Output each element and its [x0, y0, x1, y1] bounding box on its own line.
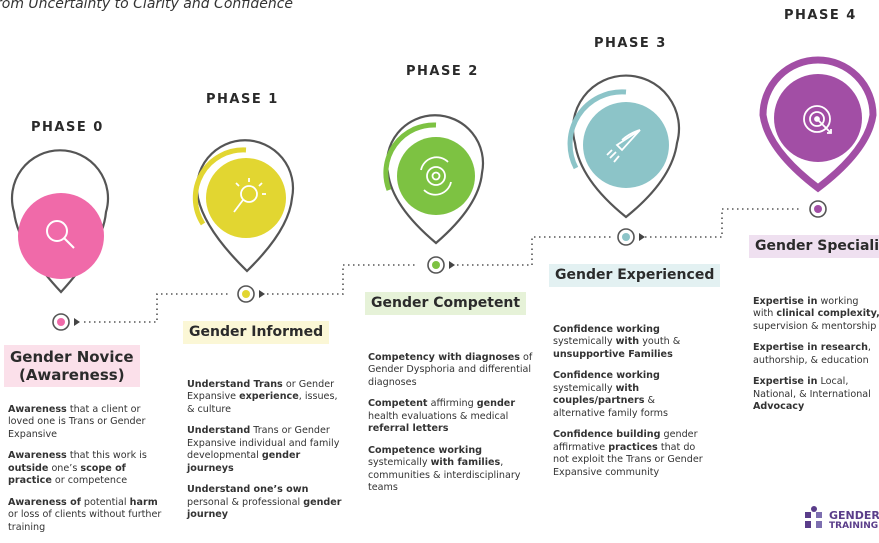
- gear-cycle-icon: [420, 156, 452, 196]
- phase-3-item: Confidence working systemically with cou…: [553, 370, 669, 419]
- phase-4-item: Expertise in working with clinical compl…: [753, 296, 879, 332]
- phase-2-node: [383, 114, 485, 274]
- connector-3-4: [640, 208, 800, 238]
- phase-0-item: Awareness that this work is outside one’…: [8, 450, 147, 487]
- arrow-right-icon: [74, 318, 80, 326]
- phase-4-description: Expertise in working with clinical compl…: [753, 296, 879, 423]
- phase-4-title: Gender Specialist: [749, 235, 879, 258]
- phase-1-title: Gender Informed: [183, 321, 330, 344]
- phase-1-item: Understand one’s own personal & professi…: [187, 484, 342, 521]
- phase-1-label: PHASE 1: [206, 92, 279, 107]
- phase-3-label: PHASE 3: [594, 36, 667, 51]
- arrow-right-icon: [449, 261, 455, 269]
- rocket-icon: [606, 129, 641, 163]
- phase-4-node: [759, 56, 877, 218]
- phase-3-item: Confidence working systemically with you…: [553, 324, 681, 360]
- connector-0-1: [84, 293, 230, 323]
- phase-3-title: Gender Experienced: [549, 264, 721, 287]
- phase-0-description: Awareness that a client or loved one is …: [8, 404, 168, 543]
- phase-4-item: Expertise in Local, National, & Internat…: [753, 376, 871, 413]
- phase-1-item: Understand Trans or Gender Expansive exp…: [187, 379, 338, 415]
- phase-4-item: Expertise in research, authorship, & edu…: [753, 342, 871, 366]
- arrow-right-icon: [259, 290, 265, 298]
- phase-1-item: Understand Trans or Gender Expansive ind…: [187, 425, 340, 474]
- phase-3-node: [567, 74, 681, 246]
- connector-1-2: [262, 264, 418, 295]
- phase-0-title-line1: Gender Novice: [10, 348, 134, 366]
- organization-logo: GENDER H TRAINING IN: [802, 500, 879, 536]
- phase-1-node: [192, 139, 295, 303]
- phase-2-item: Competent affirming gender health evalua…: [368, 398, 516, 435]
- connector-lines: [84, 208, 800, 323]
- phase-3-item: Confidence building gender affirmative p…: [553, 429, 703, 478]
- target-icon: [803, 105, 832, 134]
- arrow-right-icon: [639, 233, 645, 241]
- logo-line1: GENDER H: [829, 509, 879, 522]
- phase-0-circle: [18, 193, 104, 279]
- phase-1-description: Understand Trans or Gender Expansive exp…: [187, 379, 347, 531]
- phase-2-label: PHASE 2: [406, 64, 479, 79]
- phase-2-circle: [397, 137, 475, 215]
- phase-1-arc: [192, 147, 247, 226]
- phase-0-item: Awareness of potential harm or loss of c…: [8, 496, 162, 533]
- phase-2-title: Gender Competent: [365, 292, 527, 315]
- phase-1-circle: [206, 158, 286, 238]
- connector-2-3: [452, 236, 612, 266]
- phase-0-title: Gender Novice (Awareness): [4, 345, 140, 387]
- phase-0-item: Awareness that a client or loved one is …: [8, 404, 146, 440]
- phase-0-node: [10, 149, 110, 331]
- phase-3-description: Confidence working systemically with you…: [553, 324, 708, 488]
- phase-2-item: Competency with diagnoses of Gender Dysp…: [368, 352, 533, 388]
- phase-2-item: Competence working systemically with fam…: [368, 444, 521, 494]
- phase-3-arc: [567, 89, 627, 170]
- phase-2-arc: [383, 122, 437, 191]
- diagram-subtitle: rom Uncertainty to Clarity and Confidenc…: [0, 0, 294, 12]
- magnifier-icon: [46, 220, 75, 249]
- lightbulb-icon: [233, 178, 266, 213]
- phase-0-label: PHASE 0: [31, 120, 104, 135]
- logo-text: GENDER H TRAINING IN: [829, 510, 879, 531]
- logo-icon: [805, 506, 822, 528]
- phase-0-title-line2: (Awareness): [18, 366, 125, 384]
- logo-line2: TRAINING IN: [829, 520, 879, 531]
- phase-2-description: Competency with diagnoses of Gender Dysp…: [368, 352, 536, 504]
- phase-4-label: PHASE 4: [784, 8, 857, 23]
